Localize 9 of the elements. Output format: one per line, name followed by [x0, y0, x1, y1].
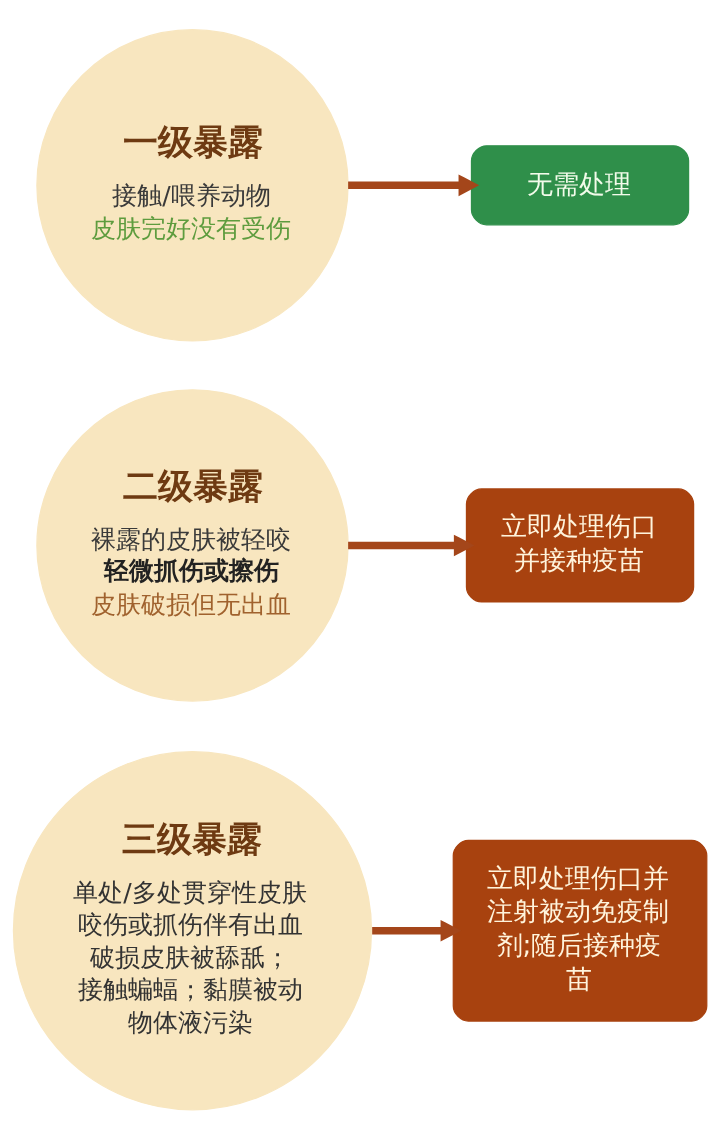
node-circle: 一级暴露 接触/喂养动物 皮肤完好没有受伤	[36, 28, 349, 342]
node-circle: 二级暴露 裸露的皮肤被轻咬 轻微抓伤或擦伤 皮肤破损但无出血	[36, 388, 349, 702]
node-box: 立即处理伤口并接种疫苗	[465, 487, 695, 603]
arrow	[348, 534, 475, 556]
arrow	[372, 919, 462, 942]
node-circle: 三级暴露 单处/多处贯穿性皮肤咬伤或抓伤伴有出血破损皮肤被舔舐；接触蝙蝠；黏膜被动物体液污染	[12, 750, 373, 1110]
node-box: 立即处理伤口并注射被动免疫制剂;随后接种疫苗	[452, 839, 708, 1022]
node-box: 无需处理	[470, 144, 690, 225]
arrow	[348, 173, 480, 196]
